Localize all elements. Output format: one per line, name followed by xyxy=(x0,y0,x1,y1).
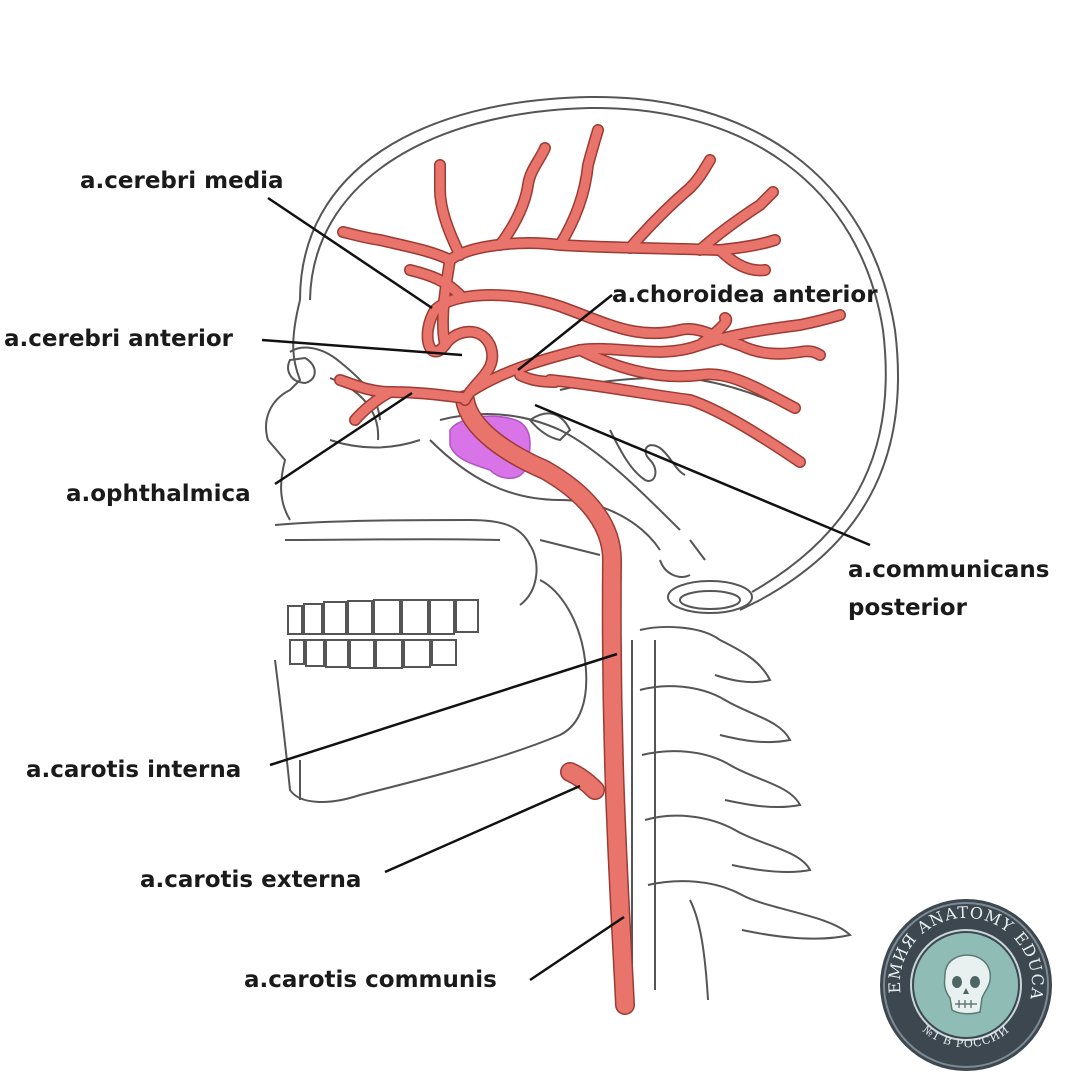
leader-cerebri-media xyxy=(267,196,433,310)
label-communicans-line2: posterior xyxy=(848,595,967,621)
leader-ophthalmica xyxy=(274,391,413,486)
label-carotis-interna: a.carotis interna xyxy=(26,757,242,783)
leader-carotis-externa xyxy=(384,784,581,874)
skull-icon xyxy=(943,954,992,1015)
label-carotis-externa: a.carotis externa xyxy=(140,867,362,893)
cervical-spine xyxy=(631,626,852,1001)
leader-cerebri-anterior xyxy=(261,338,463,357)
label-communicans-line1: a.communicans xyxy=(848,557,1050,583)
leader-communicans-posterior xyxy=(534,403,871,547)
leader-lines xyxy=(261,196,871,982)
label-cerebri-media: a.cerebri media xyxy=(80,168,284,194)
leader-carotis-communis xyxy=(529,915,625,982)
label-ophthalmica: a.ophthalmica xyxy=(66,481,251,507)
label-cerebri-anterior: a.cerebri anterior xyxy=(4,326,233,352)
label-choroidea-anterior: a.choroidea anterior xyxy=(612,282,878,308)
label-carotis-communis: a.carotis communis xyxy=(244,967,497,993)
leader-choroidea-anterior xyxy=(517,294,613,371)
artery-tree xyxy=(334,124,846,1015)
leader-carotis-interna xyxy=(269,652,618,767)
academy-seal-logo: АКАДЕМИЯ ANATOMY EDUCATION №1 В РОССИИ xyxy=(0,0,1052,1071)
